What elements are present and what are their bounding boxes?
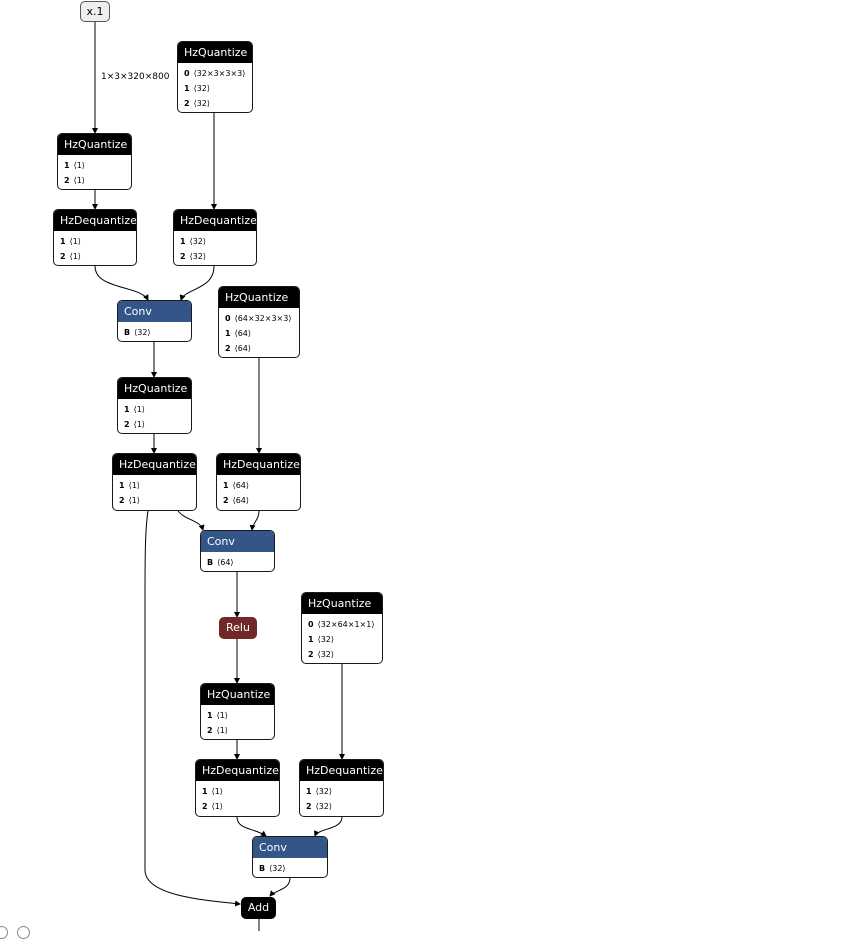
relu-label: Relu: [226, 621, 250, 634]
node-attr: 1⟨1⟩: [124, 405, 145, 414]
edge-skip-to-add: [144, 510, 241, 907]
node-attr: 1⟨32⟩: [306, 787, 332, 796]
quantize-node-weight-1[interactable]: HzQuantize 0⟨32×3×3×3⟩ 1⟨32⟩ 2⟨32⟩: [177, 41, 253, 113]
node-title: HzQuantize: [178, 42, 252, 63]
node-title: HzQuantize: [219, 287, 299, 308]
node-title: HzQuantize: [58, 134, 131, 155]
edge-conv-3-to-add: [269, 877, 291, 897]
conv-node-2[interactable]: Conv B⟨64⟩: [200, 530, 275, 572]
conv-node-1[interactable]: Conv B⟨32⟩: [117, 300, 192, 342]
dequantize-node-input[interactable]: HzDequantize 1⟨1⟩ 2⟨1⟩: [53, 209, 137, 266]
input-node-label: x.1: [86, 5, 104, 18]
quantize-node-3[interactable]: HzQuantize 1⟨1⟩ 2⟨1⟩: [200, 683, 275, 740]
node-title: HzQuantize: [302, 593, 382, 614]
dequantize-node-weight-1[interactable]: HzDequantize 1⟨32⟩ 2⟨32⟩: [173, 209, 257, 266]
node-title: HzDequantize: [300, 760, 383, 781]
dequantize-node-weight-3[interactable]: HzDequantize 1⟨32⟩ 2⟨32⟩: [299, 759, 384, 817]
edge-dequantize-to-conv-3: [236, 816, 267, 837]
edge-dequantize-to-conv-2: [177, 510, 205, 531]
conv-node-3[interactable]: Conv B⟨32⟩: [252, 836, 328, 878]
node-attr: 1⟨1⟩: [64, 161, 85, 170]
node-attr: 2⟨32⟩: [180, 252, 206, 261]
quantize-node-2[interactable]: HzQuantize 1⟨1⟩ 2⟨1⟩: [117, 377, 192, 434]
node-title: HzDequantize: [196, 760, 279, 781]
node-title: HzQuantize: [118, 378, 191, 399]
node-attr: 2⟨1⟩: [124, 420, 145, 429]
node-attr: 1⟨1⟩: [119, 481, 140, 490]
node-title: HzQuantize: [201, 684, 274, 705]
node-attr: 1⟨32⟩: [180, 237, 206, 246]
node-attr: 2⟨32⟩: [308, 650, 334, 659]
node-title: HzDequantize: [217, 454, 300, 475]
node-attr: 1⟨32⟩: [184, 84, 210, 93]
dequantize-node-weight-2[interactable]: HzDequantize 1⟨64⟩ 2⟨64⟩: [216, 453, 301, 511]
node-attr: 2⟨64⟩: [223, 496, 249, 505]
node-attr: B⟨32⟩: [259, 864, 286, 873]
input-node-x1[interactable]: x.1: [80, 1, 110, 22]
node-attr: 2⟨32⟩: [184, 99, 210, 108]
node-attr: 1⟨64⟩: [225, 329, 251, 338]
edge-weight-dequantize-to-conv-2: [249, 510, 260, 531]
quantize-node-input[interactable]: HzQuantize 1⟨1⟩ 2⟨1⟩: [57, 133, 132, 190]
edge-weight-dequantize-to-conv-3: [313, 816, 343, 837]
node-attr: 1⟨32⟩: [308, 635, 334, 644]
node-title: HzDequantize: [174, 210, 256, 231]
node-attr: B⟨32⟩: [124, 328, 151, 337]
node-attr: 2⟨64⟩: [225, 344, 251, 353]
node-attr: 2⟨32⟩: [306, 802, 332, 811]
node-attr: 0⟨64×32×3×3⟩: [225, 314, 292, 323]
node-attr: 2⟨1⟩: [64, 176, 85, 185]
zoom-control-icon[interactable]: [0, 926, 8, 939]
dequantize-node-3[interactable]: HzDequantize 1⟨1⟩ 2⟨1⟩: [195, 759, 280, 817]
add-node[interactable]: Add: [241, 897, 276, 919]
edge-label-input-shape: 1×3×320×800: [101, 72, 170, 82]
node-title: Conv: [118, 301, 191, 322]
node-attr: 1⟨1⟩: [60, 237, 81, 246]
node-title: Conv: [201, 531, 274, 552]
dequantize-node-2[interactable]: HzDequantize 1⟨1⟩ 2⟨1⟩: [112, 453, 197, 511]
edge-dequantize-to-conv-1: [94, 265, 149, 301]
quantize-node-weight-3[interactable]: HzQuantize 0⟨32×64×1×1⟩ 1⟨32⟩ 2⟨32⟩: [301, 592, 383, 664]
node-attr: B⟨64⟩: [207, 558, 234, 567]
node-attr: 0⟨32×3×3×3⟩: [184, 69, 246, 78]
node-attr: 1⟨64⟩: [223, 481, 249, 490]
node-title: HzDequantize: [113, 454, 196, 475]
node-attr: 0⟨32×64×1×1⟩: [308, 620, 375, 629]
quantize-node-weight-2[interactable]: HzQuantize 0⟨64×32×3×3⟩ 1⟨64⟩ 2⟨64⟩: [218, 286, 300, 358]
edge-weight-dequantize-to-conv-1: [179, 265, 215, 301]
relu-node[interactable]: Relu: [219, 617, 257, 639]
node-attr: 1⟨1⟩: [207, 711, 228, 720]
node-title: Conv: [253, 837, 327, 858]
node-attr: 2⟨1⟩: [119, 496, 140, 505]
node-attr: 2⟨1⟩: [207, 726, 228, 735]
node-title: HzDequantize: [54, 210, 136, 231]
node-attr: 2⟨1⟩: [60, 252, 81, 261]
node-attr: 2⟨1⟩: [202, 802, 223, 811]
add-label: Add: [247, 901, 270, 914]
zoom-control-icon[interactable]: [17, 926, 30, 939]
node-attr: 1⟨1⟩: [202, 787, 223, 796]
